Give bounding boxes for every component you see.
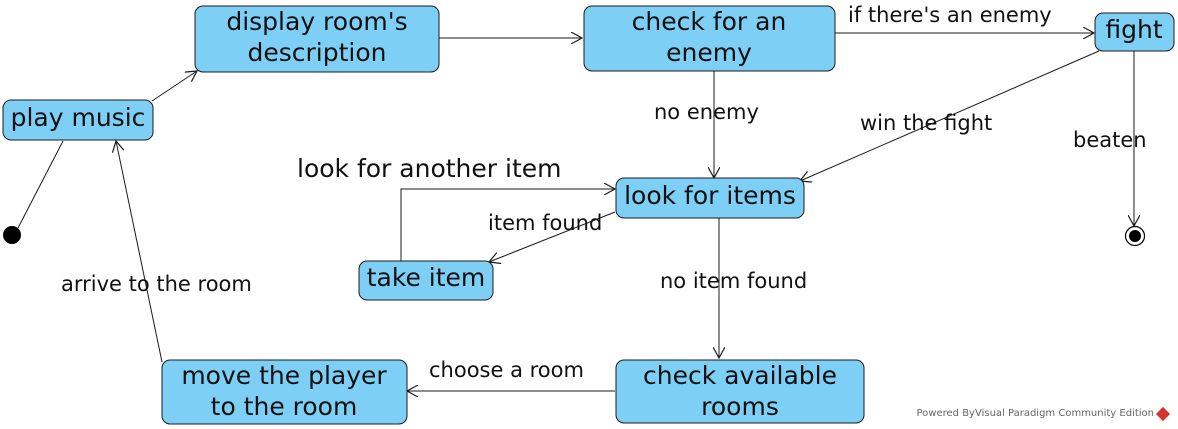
svg-text:fight: fight [1105, 15, 1162, 44]
label-win-fight: win the fight [860, 111, 992, 135]
svg-text:play music: play music [11, 103, 146, 132]
svg-text:enemy: enemy [666, 38, 752, 67]
state-look-for-items[interactable]: look for items [615, 177, 805, 219]
edge-play-to-display [151, 71, 197, 102]
edge-move-player-to-play-music [116, 141, 163, 363]
label-item-found: item found [488, 211, 602, 235]
state-play-music[interactable]: play music [2, 99, 154, 141]
label-choose-room: choose a room [429, 358, 584, 382]
footer-text: Powered ByVisual Paradigm Community Edit… [916, 408, 1155, 419]
svg-text:check for an: check for an [632, 7, 787, 36]
label-beaten: beaten [1073, 128, 1147, 152]
label-no-item-found: no item found [660, 269, 807, 293]
svg-text:take item: take item [367, 263, 486, 292]
transitions [17, 33, 1134, 391]
edge-fight-to-look-items [800, 50, 1100, 181]
svg-text:display room's: display room's [226, 7, 407, 36]
state-display-description[interactable]: display room's description [194, 5, 440, 73]
label-if-enemy: if there's an enemy [848, 3, 1052, 27]
state-take-item[interactable]: take item [358, 260, 494, 301]
label-arrive-room: arrive to the room [61, 272, 252, 296]
visual-paradigm-logo-icon [1155, 406, 1171, 421]
svg-text:rooms: rooms [701, 392, 779, 421]
state-check-enemy[interactable]: check for an enemy [583, 5, 836, 72]
footer-credit: Powered ByVisual Paradigm Community Edit… [916, 406, 1171, 421]
svg-text:check available: check available [643, 361, 837, 390]
final-node [1124, 225, 1146, 247]
state-check-available-rooms[interactable]: check available rooms [615, 359, 865, 424]
state-move-player[interactable]: move the player to the room [161, 359, 408, 425]
edge-take-item-to-look-items [400, 189, 615, 261]
edge-look-items-to-take-item [489, 211, 616, 262]
label-another-item: look for another item [297, 154, 561, 183]
svg-text:move the player: move the player [181, 361, 387, 390]
label-no-enemy: no enemy [654, 100, 759, 124]
svg-text:to the room: to the room [211, 392, 358, 421]
initial-node [3, 226, 21, 244]
svg-text:look for items: look for items [624, 181, 796, 210]
svg-text:description: description [247, 38, 386, 67]
edge-initial-to-play-music [17, 140, 64, 229]
state-fight[interactable]: fight [1094, 12, 1175, 52]
